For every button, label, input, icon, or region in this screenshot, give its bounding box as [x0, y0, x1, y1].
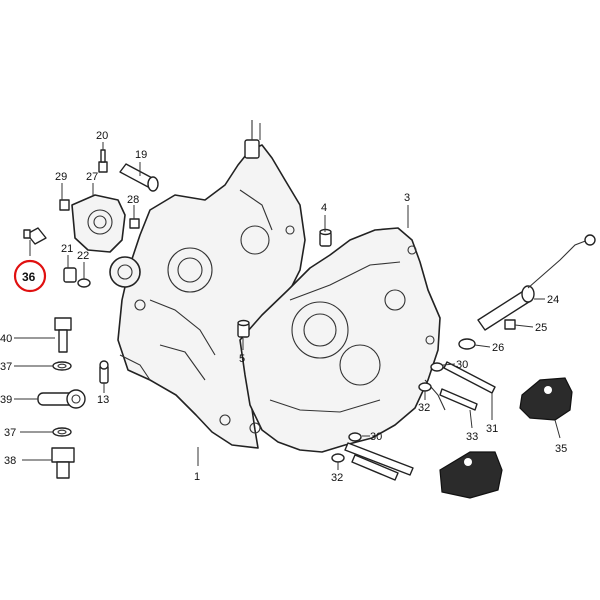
- callout-20: 20: [96, 130, 108, 142]
- callout-29: 29: [55, 171, 67, 183]
- leader-lines: [14, 123, 561, 470]
- callout-25: 25: [535, 322, 547, 334]
- callout-4: 4: [321, 202, 327, 214]
- callout-32-lower: 32: [331, 472, 343, 484]
- callout-37-lower: 37: [4, 427, 16, 439]
- callout-30-lower: 30: [370, 431, 382, 443]
- bracket-35: [439, 377, 573, 499]
- callout-39: 39: [0, 394, 12, 406]
- callout-3: 3: [404, 192, 410, 204]
- callout-27: 27: [86, 171, 98, 183]
- callout-1: 1: [194, 471, 200, 483]
- callout-21: 21: [61, 243, 73, 255]
- part-36-bolt: [23, 227, 47, 245]
- callout-36: 36: [22, 270, 36, 284]
- left-crankcase-half: [117, 120, 306, 449]
- callout-13: 13: [97, 394, 109, 406]
- callout-38: 38: [4, 455, 16, 467]
- cover-assembly-parts: [59, 149, 159, 288]
- callout-40: 40: [0, 333, 12, 345]
- callout-28: 28: [127, 194, 139, 206]
- callout-19: 19: [135, 149, 147, 161]
- dipstick-tube-assembly: [458, 234, 596, 350]
- highlighted-callout-36: 36: [13, 259, 47, 293]
- callout-22: 22: [77, 250, 89, 262]
- callout-5: 5: [239, 353, 245, 365]
- callout-35: 35: [555, 443, 567, 455]
- right-crankcase-half: [239, 227, 446, 453]
- highlight-ring: [13, 259, 47, 293]
- callout-33: 33: [466, 431, 478, 443]
- left-column-fittings: [37, 317, 86, 479]
- callout-31: 31: [486, 423, 498, 435]
- studs-and-bolts: [331, 361, 496, 481]
- callout-37-upper: 37: [0, 361, 12, 373]
- dowel-pins: [237, 228, 332, 338]
- callout-labels: 1 3 4 5 13 19 20 21 22 24 25 26 27 28 29…: [0, 130, 567, 484]
- callout-26: 26: [492, 342, 504, 354]
- callout-32-upper: 32: [418, 402, 430, 414]
- part-13-stud: [99, 360, 109, 384]
- callout-30-upper: 30: [456, 359, 468, 371]
- callout-24: 24: [547, 294, 559, 306]
